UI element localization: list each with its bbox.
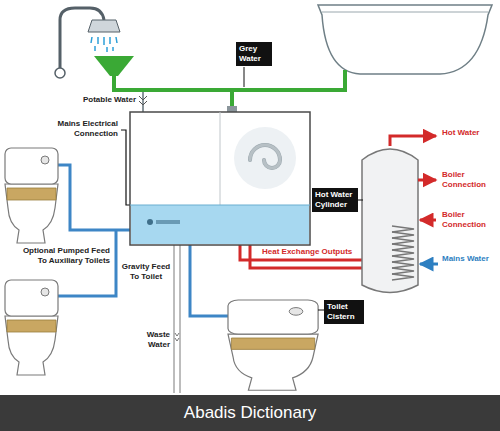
shower xyxy=(106,47,108,52)
coil-winding xyxy=(392,274,414,280)
recycling-unit xyxy=(250,145,280,168)
heat-exchange-pipe xyxy=(250,245,364,268)
tag-text: Toilet Cistern xyxy=(327,302,361,322)
potable-water-pipe xyxy=(142,92,144,112)
cylinder-pipes xyxy=(420,219,436,222)
cylinder-pipes xyxy=(420,263,438,266)
coil-winding xyxy=(392,268,414,274)
auxiliary-toilet xyxy=(5,148,58,243)
toilet xyxy=(228,300,318,390)
grey-water-pipe xyxy=(94,56,134,76)
callout-tag: Hot Water Cylinder xyxy=(312,188,358,212)
coil-winding xyxy=(392,226,414,232)
coil-winding xyxy=(392,250,414,256)
callout-tag: Grey Water xyxy=(236,42,272,66)
hot-water-cylinder xyxy=(358,200,363,201)
recycling-unit xyxy=(156,220,180,224)
tag-text: Hot Water Cylinder xyxy=(315,190,355,210)
pipe-label: Waste Water xyxy=(124,330,170,350)
pumped-feed-pipe xyxy=(58,165,130,230)
shower xyxy=(91,37,117,52)
pipe-label: Boiler Connection xyxy=(442,210,496,230)
grey-water-pipe xyxy=(227,106,237,112)
caption-bar: Abadis Dictionary xyxy=(0,395,500,431)
waste-pipe xyxy=(174,245,180,393)
recycling-unit xyxy=(130,112,310,245)
coil-winding xyxy=(392,256,414,262)
hot-water-cylinder xyxy=(392,226,414,280)
recycling-unit xyxy=(130,205,310,206)
pipe-label: Hot Water xyxy=(442,128,496,138)
pipe-label: Optional Pumped Feed To Auxiliary Toilet… xyxy=(22,246,110,266)
recycling-unit xyxy=(130,112,310,245)
coil-winding xyxy=(392,262,414,268)
grey-water-pipe xyxy=(114,70,345,90)
callout-tag: Toilet Cistern xyxy=(324,300,364,324)
waste-pipe xyxy=(180,245,181,393)
recycling-unit xyxy=(147,219,153,225)
shower xyxy=(94,46,96,51)
shower xyxy=(91,37,92,43)
caption: Abadis Dictionary xyxy=(184,403,316,422)
gravity-feed-pipe xyxy=(190,245,228,316)
pipe-label: Potable Water xyxy=(60,95,136,105)
pipe-label: Mains Electrical Connection xyxy=(30,119,118,139)
bath xyxy=(318,5,492,74)
shower xyxy=(55,68,65,78)
grey-water-pipe xyxy=(244,67,245,87)
hot-water-cylinder xyxy=(358,149,418,293)
shower xyxy=(60,8,104,70)
waste-pipe xyxy=(174,245,180,393)
tag-text: Grey Water xyxy=(239,44,269,64)
recycling-unit xyxy=(250,145,280,168)
electrical-line xyxy=(121,130,130,205)
bath xyxy=(318,5,492,74)
recycling-unit xyxy=(220,112,221,205)
shower xyxy=(97,37,99,44)
coil-winding xyxy=(392,244,414,250)
heat-exchange-pipe xyxy=(240,245,364,260)
cylinder-pipes xyxy=(390,136,438,264)
auxiliary-toilet xyxy=(5,280,58,375)
shower xyxy=(109,37,111,44)
shower xyxy=(88,20,120,32)
shower xyxy=(112,47,114,51)
bath xyxy=(322,12,488,13)
recycling-unit xyxy=(234,127,296,189)
pipe-label: Boiler Connection xyxy=(442,170,496,190)
cylinder-pipes xyxy=(390,136,436,146)
hot-water-cylinder xyxy=(362,149,418,293)
coil-winding xyxy=(392,232,414,238)
cylinder-pipes xyxy=(418,179,436,182)
potable-water-pipe xyxy=(139,92,147,112)
waste-pipe xyxy=(175,333,179,341)
pipe-label: Mains Water xyxy=(442,254,496,264)
heat-exchange-pipe xyxy=(240,245,364,268)
pipe-label: Heat Exchange Outputs xyxy=(262,247,362,257)
shower xyxy=(116,37,117,43)
coil-winding xyxy=(392,238,414,244)
pipe-label: Gravity Feed To Toilet xyxy=(121,262,171,282)
pumped-feed-pipe xyxy=(58,165,130,296)
recycling-unit xyxy=(131,205,309,244)
potable-water-pipe xyxy=(139,96,147,105)
shower xyxy=(103,37,105,45)
waste-pipe xyxy=(174,245,175,393)
